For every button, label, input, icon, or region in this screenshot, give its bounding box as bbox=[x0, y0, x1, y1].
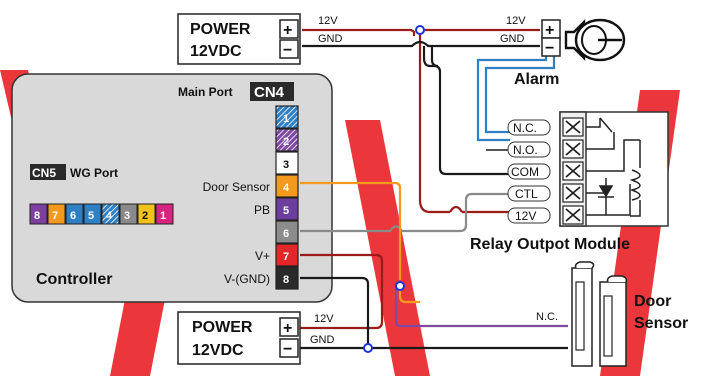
wire-gnd-to-com bbox=[430, 46, 439, 68]
cn4-pin-label: V+ bbox=[255, 249, 270, 263]
cn5-pin-number: 5 bbox=[88, 210, 94, 222]
wg-port-label: WG Port bbox=[70, 166, 118, 180]
cn4-pin-7 bbox=[275, 243, 299, 267]
wire-alarm-gnd-blue bbox=[476, 52, 548, 142]
cn5-pin-number: 4 bbox=[106, 210, 113, 222]
siren-icon bbox=[564, 18, 626, 62]
wire-door-sensor-purple bbox=[394, 286, 568, 328]
wire-12v-drop bbox=[418, 30, 450, 214]
wire-gnd-com bbox=[422, 57, 510, 176]
power-top-line2: 12VDC bbox=[190, 43, 242, 60]
cn5-pin-5 bbox=[83, 203, 102, 225]
alarm-minus: − bbox=[545, 40, 554, 57]
cn4-pin-3 bbox=[275, 151, 299, 175]
power-bottom-minus: − bbox=[283, 341, 292, 358]
relay-terminal-labels: N.C. N.O. COM CTL 12V bbox=[507, 119, 551, 224]
relay-terminal-screws bbox=[562, 117, 584, 225]
relay-title: Relay Outpot Module bbox=[470, 236, 630, 253]
label-gnd-top: GND bbox=[318, 33, 343, 45]
relay-module: N.C. N.O. COM CTL 12V Relay Outpot Modul… bbox=[470, 111, 669, 253]
cn5-pin-2 bbox=[137, 203, 156, 225]
wire-vminus-black bbox=[300, 276, 370, 348]
cn4-pin-5 bbox=[275, 197, 299, 221]
power-top-minus: − bbox=[283, 42, 292, 59]
cn5-pin-1 bbox=[155, 203, 174, 225]
relay-label-ctl: CTL bbox=[515, 187, 538, 201]
cn4-pin-1 bbox=[275, 105, 299, 129]
door-sensor-title-line1: Door bbox=[634, 293, 671, 310]
label-12v-alarm: 12V bbox=[506, 15, 526, 27]
cn5-pin-number: 2 bbox=[142, 210, 148, 222]
cn5-pin-number: 8 bbox=[34, 210, 40, 222]
label-12v-top: 12V bbox=[318, 15, 338, 27]
door-sensor bbox=[571, 261, 628, 367]
cn4-pin-label: V-(GND) bbox=[224, 272, 270, 286]
controller-body bbox=[11, 73, 333, 303]
power-bottom-line2: 12VDC bbox=[192, 342, 244, 359]
cn4-pin-6 bbox=[275, 220, 299, 244]
cn4-pin-number: 2 bbox=[283, 136, 289, 148]
junction-node-top bbox=[415, 25, 425, 35]
cn5-pin-number: 1 bbox=[160, 210, 166, 222]
relay-schematic bbox=[586, 117, 641, 217]
label-12v-bottom: 12V bbox=[314, 313, 334, 325]
cn5-pin-number: 7 bbox=[52, 210, 58, 222]
cn4-pin-number: 3 bbox=[283, 159, 289, 171]
cn4-pin-number: 8 bbox=[283, 274, 289, 286]
cn5-badge bbox=[30, 164, 66, 180]
alarm-title: Alarm bbox=[514, 71, 559, 88]
cn4-pin-2 bbox=[275, 128, 299, 152]
cn4-pin-label: PB bbox=[254, 203, 270, 217]
cn4-badge bbox=[250, 82, 294, 101]
cn4-badge-text: CN4 bbox=[254, 84, 285, 101]
cn5-pin-8 bbox=[29, 203, 48, 225]
relay-label-com: COM bbox=[511, 165, 539, 179]
cn5-pin-4 bbox=[101, 203, 120, 225]
cn5-badge-text: CN5 bbox=[32, 166, 56, 180]
cn4-pin-number: 7 bbox=[283, 251, 289, 263]
cn4-pin-number: 6 bbox=[283, 228, 289, 240]
relay-label-nc: N.C. bbox=[513, 121, 537, 135]
alarm: + − Alarm bbox=[514, 18, 626, 88]
cn5-pin-6 bbox=[65, 203, 84, 225]
alarm-plus: + bbox=[545, 22, 554, 39]
main-port-label: Main Port bbox=[178, 85, 233, 99]
wire-vplus-red bbox=[300, 253, 384, 330]
label-nc-sensor: N.C. bbox=[536, 311, 558, 323]
cn4-pin-label: Door Sensor bbox=[203, 180, 270, 194]
cn5-pin-7 bbox=[47, 203, 66, 225]
power-bottom-line1: POWER bbox=[192, 319, 253, 336]
cn5-pin-3 bbox=[119, 203, 138, 225]
cn5-pin-number: 3 bbox=[124, 210, 130, 222]
wire-gnd-top bbox=[302, 40, 540, 48]
door-sensor-title-line2: Sensor bbox=[634, 315, 688, 332]
relay-label-12v: 12V bbox=[515, 209, 536, 223]
power-top-plus: + bbox=[283, 22, 292, 39]
controller-title: Controller bbox=[36, 271, 112, 288]
cn4-pin-number: 5 bbox=[283, 205, 289, 217]
wire-ctl-gray bbox=[300, 192, 510, 233]
junction-node-sensor bbox=[395, 281, 405, 291]
label-gnd-alarm: GND bbox=[500, 33, 525, 45]
label-gnd-bottom: GND bbox=[310, 334, 335, 346]
cn5-pin-number: 6 bbox=[70, 210, 76, 222]
cn4-pin-number: 1 bbox=[283, 113, 289, 125]
wire-12v-top bbox=[302, 28, 416, 36]
power-supply-top: POWER 12VDC + − bbox=[177, 13, 301, 65]
relay-label-no: N.O. bbox=[513, 143, 538, 157]
power-bottom-plus: + bbox=[283, 320, 292, 337]
cn4-pin-4 bbox=[275, 174, 299, 198]
wire-door-sensor-orange bbox=[300, 181, 402, 280]
power-top-line1: POWER bbox=[190, 21, 251, 38]
power-supply-bottom: POWER 12VDC + − bbox=[177, 311, 301, 365]
cn4-connector: 1 2 3 4 Door Sensor 5 PB 6 7 V+ 8 V-(GND) bbox=[203, 105, 299, 290]
cn4-pin-number: 4 bbox=[283, 182, 290, 194]
cn4-pin-8 bbox=[275, 266, 299, 290]
junction-node-gnd-bottom bbox=[363, 343, 373, 353]
